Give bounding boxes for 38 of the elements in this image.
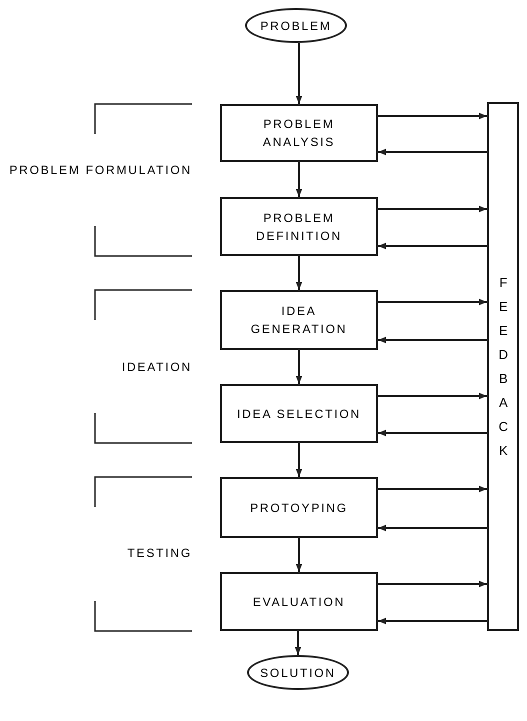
node-text: EVALUATION xyxy=(252,594,346,610)
node-text: SOLUTION xyxy=(259,664,337,682)
process-box xyxy=(220,384,378,443)
process-box xyxy=(220,290,378,350)
node-text: PROBLEM xyxy=(259,18,333,34)
arrow xyxy=(378,430,487,436)
arrow xyxy=(378,206,487,212)
process-box xyxy=(220,477,378,538)
arrow xyxy=(378,524,487,532)
phase-label: PROBLEM FORMULATION xyxy=(8,162,192,179)
arrow xyxy=(378,618,487,624)
phase-label: IDEATION xyxy=(120,359,192,376)
node-text: PROTOYPING xyxy=(249,500,349,516)
arrow xyxy=(378,580,487,588)
arrow xyxy=(378,486,487,492)
node-text: PROBLEM DEFINITION xyxy=(255,210,343,244)
process-box xyxy=(220,104,378,162)
phase-label: TESTING xyxy=(126,545,192,562)
arrow xyxy=(378,148,487,156)
arrow xyxy=(296,443,302,477)
arrow xyxy=(296,162,302,197)
process-box xyxy=(220,572,378,631)
arrow xyxy=(378,242,487,250)
arrow xyxy=(294,631,302,655)
arrow xyxy=(378,112,487,120)
arrow xyxy=(378,336,487,344)
node-text: IDEA SELECTION xyxy=(236,406,362,422)
arrow xyxy=(296,43,302,104)
arrow xyxy=(296,538,302,572)
arrow xyxy=(378,298,487,306)
node-text: PROBLEM ANALYSIS xyxy=(262,116,336,151)
node-text: FEEDBACK xyxy=(498,274,510,460)
feedback-bar xyxy=(487,102,519,631)
arrow xyxy=(296,256,302,290)
arrow xyxy=(296,350,302,384)
process-box xyxy=(220,197,378,256)
node-text: IDEA GENERATION xyxy=(250,303,348,338)
arrow xyxy=(378,392,487,400)
